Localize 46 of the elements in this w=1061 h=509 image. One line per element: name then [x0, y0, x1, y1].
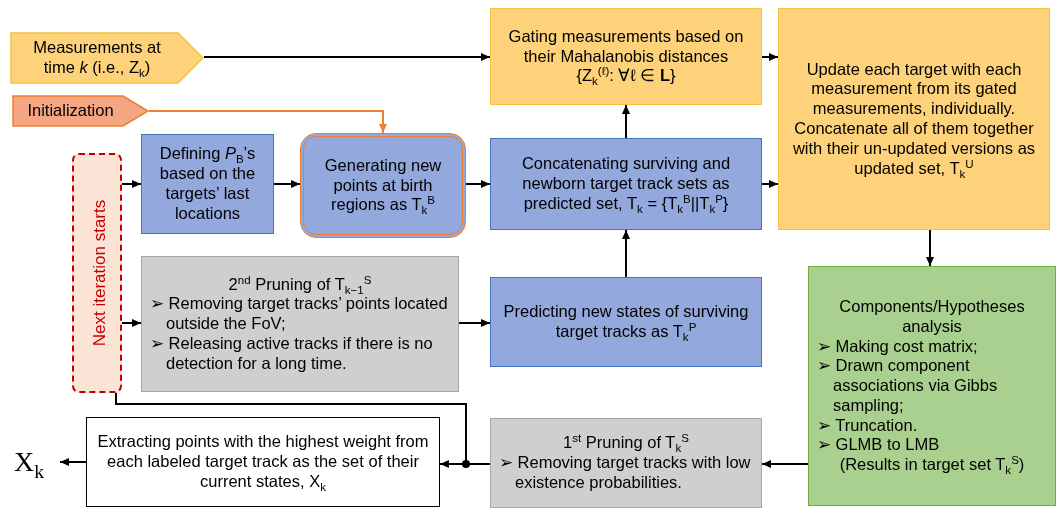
- arrow: [121, 180, 142, 188]
- box-text: Concatenating surviving and newborn target track sets as predicted set, T$_{k}$ = {T$_{k}$$^{B}$||T$_{k}$$^{P}$}: [520, 154, 732, 214]
- arrow: [622, 229, 630, 278]
- process-box: [490, 418, 762, 508]
- box-text: Gating measurements based on their Mahalanobis distances: [507, 26, 745, 67]
- input-tag: [12, 95, 149, 127]
- arrow: [458, 319, 491, 327]
- arrow: [121, 319, 142, 327]
- process-box: [141, 256, 459, 392]
- arrow: [761, 53, 779, 61]
- tag-label: Initialization: [26, 101, 115, 121]
- process-box: [300, 133, 466, 238]
- arrow: [273, 180, 301, 188]
- arrow: [761, 180, 779, 188]
- process-box: [141, 134, 274, 234]
- input-tag: [10, 32, 204, 84]
- process-box: [808, 266, 1056, 506]
- process-box: [778, 8, 1050, 230]
- box-text: {Z$_{k}$$^{(ℓ)}$: ∀ℓ ∈ L}: [575, 66, 677, 87]
- bullet-item: ➢ Truncation.: [817, 415, 919, 436]
- bullet-item: ➢ Releasing active tracks if there is no detection for a long time.: [150, 333, 434, 374]
- box-text: Update each target with each measurement from its gated measurements, individually.: [805, 59, 1023, 119]
- arrow: [465, 180, 491, 188]
- process-box: [490, 138, 762, 230]
- arrow: [761, 460, 809, 468]
- process-box: [490, 277, 762, 367]
- box-text: Components/Hypotheses analysis: [838, 296, 1026, 337]
- box-text: (Results in target set T$_{k}$$^{S}$): [838, 455, 1026, 476]
- arrow: [59, 458, 87, 466]
- arrow: [622, 104, 630, 139]
- tag-label: Measurements at time k (i.e., Z$_{k}$): [32, 38, 162, 78]
- bullet-item: ➢ Making cost matrix;: [817, 336, 979, 357]
- bullet-item: ➢ Removing target tracks with low existence probabilities.: [499, 453, 752, 493]
- bullet-item: ➢ GLMB to LMB: [817, 435, 941, 456]
- arrow: [148, 110, 387, 134]
- box-text: Defining P$_{B}$’s based on the targets’ last locations: [158, 144, 257, 224]
- process-box: [86, 417, 440, 507]
- bullet-item: ➢ Drawn component associations via Gibbs sampling;: [817, 356, 999, 416]
- box-text: Extracting points with the highest weight from each labeled target track as the set of their current states, X$_{k}$: [96, 432, 430, 492]
- bullet-item: ➢ Removing target tracks’ points located outside the FoV;: [150, 294, 449, 334]
- box-text: Next iteration starts: [89, 199, 110, 347]
- output-symbol: X$_{k}$: [14, 442, 60, 482]
- arrow: [926, 229, 934, 267]
- process-box: [490, 8, 762, 105]
- arrow: [203, 53, 491, 61]
- dashed-box: [72, 153, 122, 393]
